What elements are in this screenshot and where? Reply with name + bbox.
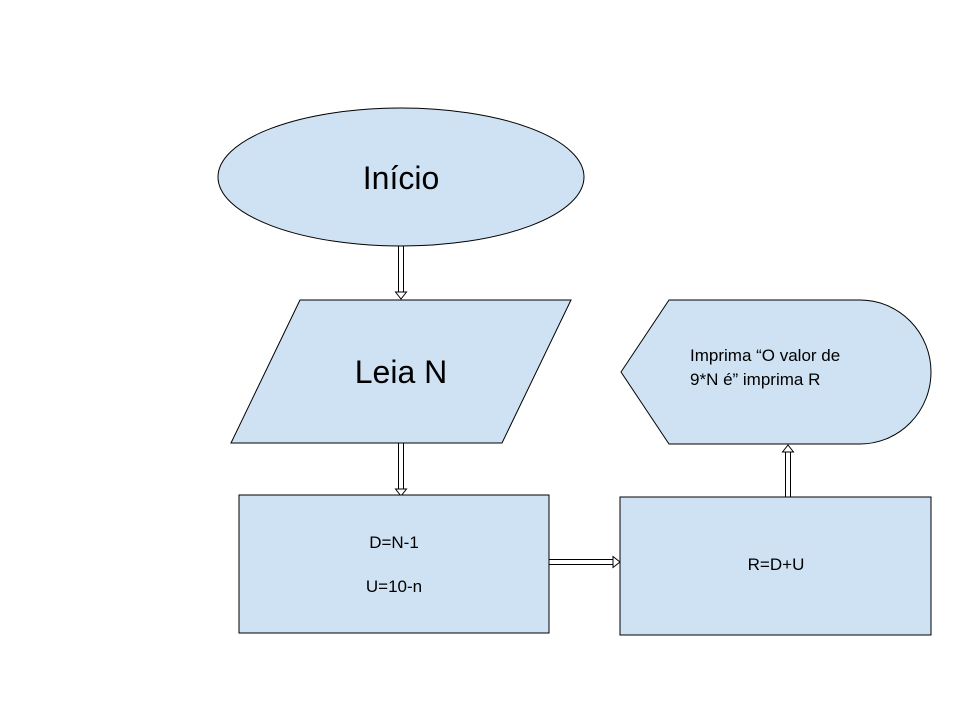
sum-label: R=D+U <box>748 555 805 574</box>
input-parallelogram <box>230 299 572 444</box>
sum-rect <box>619 496 932 636</box>
arrow-compute-to-sum <box>548 555 621 569</box>
compute-rect <box>238 494 550 634</box>
output-node: Imprima “O valor de 9*N é” imprima R <box>620 299 932 445</box>
compute-label-line1: D=N-1 <box>369 533 419 552</box>
start-node: Início <box>217 107 585 247</box>
output-label-line1: Imprima “O valor de <box>690 346 840 365</box>
start-label: Início <box>363 160 439 196</box>
output-label-line2: 9*N é” imprima R <box>690 370 820 389</box>
compute-node: D=N-1 U=10-n <box>238 494 550 634</box>
arrow-input-to-compute <box>394 442 408 497</box>
input-label: Leia N <box>355 354 448 390</box>
sum-node: R=D+U <box>619 496 932 636</box>
output-display-shape <box>620 299 932 445</box>
arrow-sum-to-output <box>781 444 795 498</box>
compute-label-line2: U=10-n <box>366 577 422 596</box>
input-node: Leia N <box>230 299 572 444</box>
arrow-start-to-input <box>394 245 408 300</box>
